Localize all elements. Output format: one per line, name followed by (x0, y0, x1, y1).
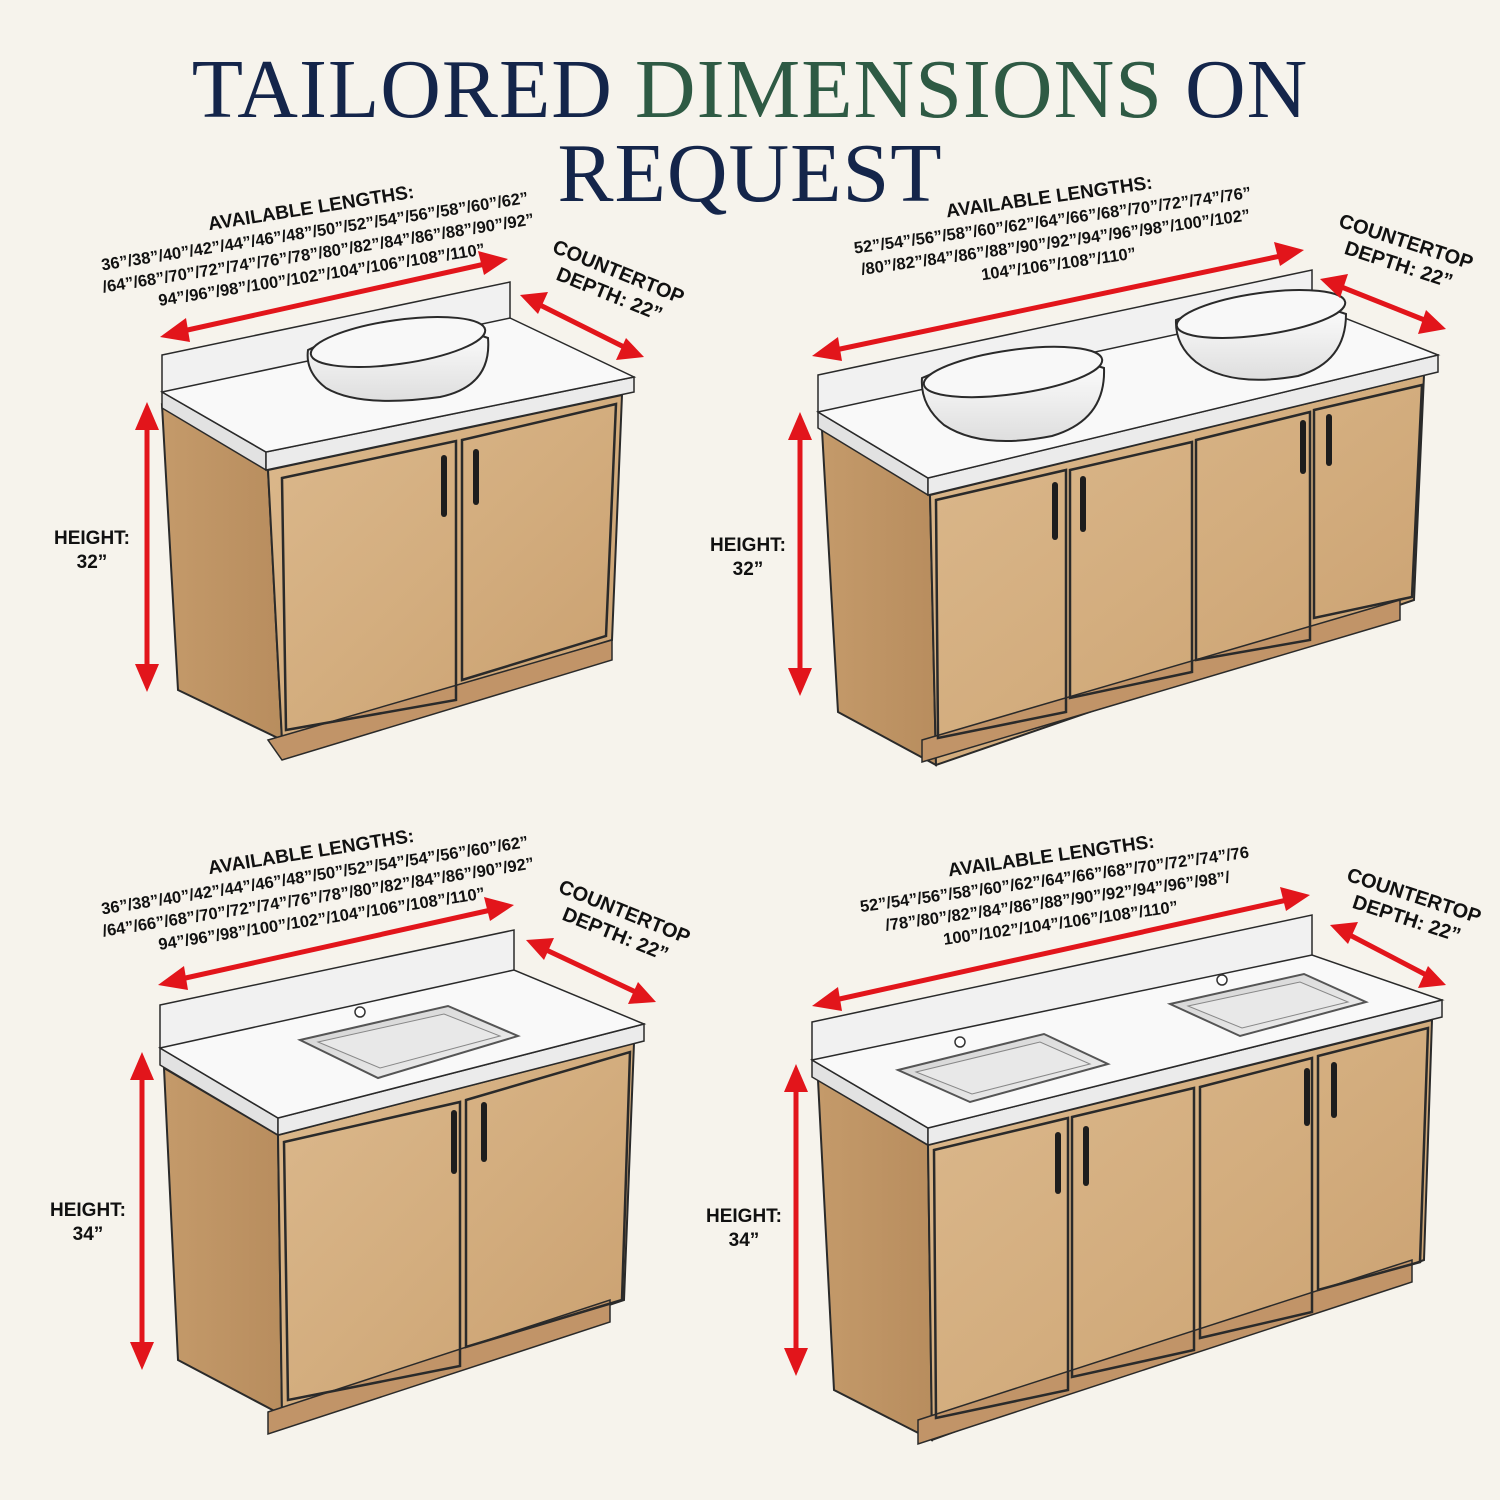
height-line-2: 34” (73, 1224, 104, 1245)
height-line-1: HEIGHT: (706, 1206, 782, 1227)
title-part-1: TAILORED (191, 43, 613, 136)
vanity-4-height-label: HEIGHT: 34” (706, 1206, 782, 1251)
vanity-2-depth-label: COUNTERTOP DEPTH: 22” (1336, 210, 1476, 293)
vanity-1-height-label: HEIGHT: 32” (54, 528, 130, 573)
height-line-2: 32” (77, 552, 108, 573)
title-part-3: ON REQUEST (557, 43, 1309, 220)
vanity-1-arrows (135, 251, 644, 692)
height-arrow (784, 1064, 808, 1376)
height-line-2: 32” (733, 559, 764, 580)
vanity-4 (809, 914, 1445, 1446)
length-arrow (160, 251, 508, 342)
depth-arrow (1320, 274, 1446, 334)
vanity-4-arrows (784, 887, 1446, 1376)
vanity-4-lengths-label: AVAILABLE LENGTHS: 52”/54”/56”/58”/60”/6… (859, 832, 1250, 949)
vanity-1 (159, 281, 637, 761)
length-arrow (812, 242, 1304, 361)
page-title: TAILORED DIMENSIONS ON REQUEST (0, 48, 1500, 216)
vanity-2-height-label: HEIGHT: 32” (710, 535, 786, 580)
title-part-2: DIMENSIONS (634, 43, 1163, 136)
height-arrow (135, 402, 159, 692)
length-arrow (158, 897, 514, 990)
height-line-2: 34” (729, 1230, 760, 1251)
vanity-2-lengths-label: AVAILABLE LENGTHS: 52”/54”/56”/58”/60”/6… (853, 173, 1252, 285)
vanity-3-depth-label: COUNTERTOP DEPTH: 22” (555, 876, 693, 966)
height-line-1: HEIGHT: (710, 535, 786, 556)
depth-arrow (526, 938, 656, 1004)
height-arrow (788, 412, 812, 696)
depth-arrow (1330, 922, 1446, 988)
vanity-3-arrows (130, 897, 656, 1370)
length-arrow (812, 887, 1310, 1011)
vanity-3-height-label: HEIGHT: 34” (50, 1200, 126, 1245)
depth-arrow (520, 292, 644, 360)
vanity-2-arrows (788, 242, 1446, 696)
height-line-1: HEIGHT: (50, 1200, 126, 1221)
height-line-1: HEIGHT: (54, 528, 130, 549)
vanity-3 (157, 929, 647, 1436)
vanity-2 (815, 269, 1441, 767)
height-arrow (130, 1052, 154, 1370)
